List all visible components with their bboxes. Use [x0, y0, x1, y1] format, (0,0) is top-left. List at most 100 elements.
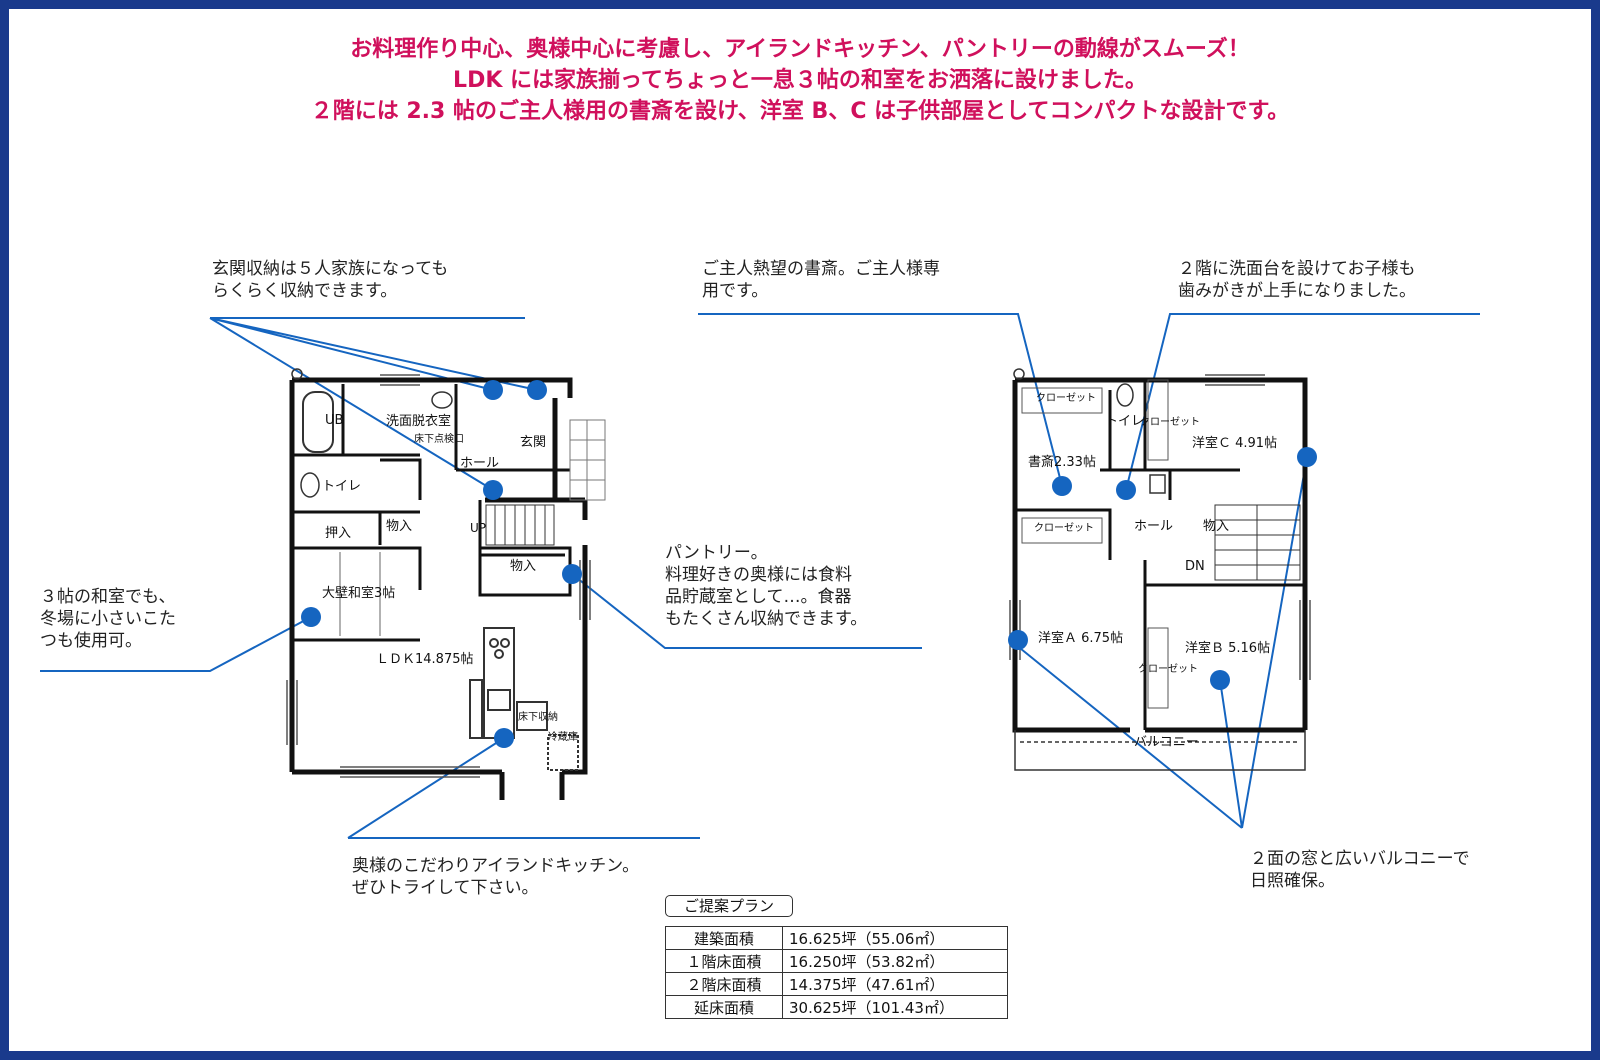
marker-entrance-storage-1 [483, 380, 503, 400]
callout-sunlight: ２面の窓と広いバルコニーで 日照確保。 [1250, 848, 1470, 892]
tatami-pattern [339, 552, 381, 636]
floor-2-interior-walls [1015, 380, 1305, 730]
leader-sunlight [1009, 456, 1308, 829]
floor-1-stairs [485, 504, 555, 546]
marker-room-b [1210, 670, 1230, 690]
area-value: 30.625坪（101.43㎡） [782, 995, 1008, 1019]
callout-pantry-line-4: もたくさん収納できます。 [665, 609, 868, 629]
floor-1-windows [286, 374, 591, 778]
callout-tatami: ３帖の和室でも、 冬場に小さいこた つも使用可。 [40, 586, 176, 652]
callout-pantry-line-2: 料理好きの奥様には食料 [665, 565, 852, 585]
callout-washbasin-line-1: ２階に洗面台を設けてお子様も [1178, 259, 1416, 279]
marker-kitchen [494, 728, 514, 748]
label-pantry: 物入 [510, 559, 536, 574]
label-underfloor-inspection: 床下点検口 [414, 432, 464, 445]
callout-study-line-2: 用です。 [702, 281, 769, 301]
callout-study: ご主人熱望の書斎。ご主人様専 用です。 [702, 258, 940, 302]
callout-tatami-line-2: 冬場に小さいこた [40, 609, 176, 629]
callout-entrance-storage-line-2: らくらく収納できます。 [212, 281, 398, 301]
floor-1-walls [289, 377, 588, 800]
area-table: 建築面積 16.625坪（55.06㎡） １階床面積 16.250坪（53.82… [665, 926, 1008, 1019]
label-storage-1f: 物入 [386, 519, 412, 534]
markers [301, 380, 1317, 748]
label-dn: DN [1185, 559, 1205, 574]
label-genkan: 玄関 [520, 435, 546, 450]
label-closet-a: クローゼット [1034, 522, 1094, 534]
callout-kitchen-line-2: ぜひトライして下さい。 [352, 878, 539, 898]
marker-window-c [1297, 447, 1317, 467]
headline-line-2: LDK には家族揃ってちょっと一息３帖の和室をお洒落に設けました。 [453, 68, 1147, 93]
floor-1-plan: UB 洗面脱衣室 床下点検口 玄関 ホール トイレ 物入 押入 大壁和室3帖 U… [286, 368, 606, 800]
headline-line-1: お料理作り中心、奥様中心に考慮し、アイランドキッチン、パントリーの動線がスムーズ… [350, 37, 1250, 62]
label-room-a: 洋室Ａ 6.75帖 [1038, 630, 1123, 646]
leader-pantry [571, 573, 922, 649]
marker-washbasin [1116, 480, 1136, 500]
callout-entrance-storage-line-1: 玄関収納は５人家族になっても [212, 259, 449, 279]
callout-washbasin: ２階に洗面台を設けてお子様も 歯みがきが上手になりました。 [1178, 258, 1416, 302]
table-row: 建築面積 16.625坪（55.06㎡） [665, 926, 1008, 950]
label-toilet-2f: トイレ [1105, 414, 1144, 429]
area-label: 延床面積 [665, 995, 783, 1019]
label-hall-2f: ホール [1134, 519, 1173, 534]
floor-1-interior-walls [292, 384, 572, 642]
callout-pantry-line-1: パントリー。 [665, 543, 768, 563]
floor-2-walls [1012, 377, 1308, 733]
callout-pantry: パントリー。 料理好きの奥様には食料 品貯蔵室として…。食器 もたくさん収納でき… [665, 542, 867, 630]
label-study: 書斎2.33帖 [1028, 454, 1096, 470]
leader-kitchen [347, 737, 700, 839]
leader-tatami [40, 616, 312, 672]
label-closet-b: クローゼット [1138, 663, 1198, 675]
label-up: UP [470, 521, 486, 535]
marker-entrance-storage-2 [527, 380, 547, 400]
leader-study [698, 313, 1063, 487]
floor-1-labels: UB 洗面脱衣室 床下点検口 玄関 ホール トイレ 物入 押入 大壁和室3帖 U… [322, 413, 578, 743]
balcony-outline [1014, 730, 1306, 771]
label-dressing: 洗面脱衣室 [386, 413, 451, 429]
label-ldk: ＬＤＫ14.875帖 [376, 652, 474, 667]
area-table-title: ご提案プラン [665, 895, 793, 917]
callout-tatami-line-1: ３帖の和室でも、 [40, 587, 176, 607]
marker-pantry [562, 564, 582, 584]
floor-2-windows [1009, 374, 1311, 680]
callout-washbasin-line-2: 歯みがきが上手になりました。 [1178, 281, 1416, 301]
table-row: 延床面積 30.625坪（101.43㎡） [665, 995, 1008, 1019]
label-balcony: バルコニー [1134, 735, 1199, 750]
area-label: ２階床面積 [665, 972, 783, 996]
callout-kitchen-line-1: 奥様のこだわりアイランドキッチン。 [352, 856, 640, 876]
headline: お料理作り中心、奥様中心に考慮し、アイランドキッチン、パントリーの動線がスムーズ… [0, 34, 1600, 127]
floor-2-stairs [1214, 504, 1301, 581]
toilet-2f-icon [1116, 383, 1134, 407]
label-toilet-1f: トイレ [322, 479, 361, 494]
label-closet-study: クローゼット [1036, 392, 1096, 404]
floor-2-corner-mark-icon [1013, 368, 1025, 380]
genkan-tile-grid [569, 419, 606, 501]
floor-2-labels: クローゼット トイレ クローゼット 洋室Ｃ 4.91帖 書斎2.33帖 ホール … [1028, 392, 1277, 750]
headline-line-3: ２階には 2.3 帖のご主人様用の書斎を設け、洋室 B、C は子供部屋としてコン… [310, 99, 1290, 124]
label-storage-2f: 物入 [1203, 519, 1229, 534]
toilet-icon [300, 472, 320, 498]
label-hall-1f: ホール [460, 456, 499, 471]
leader-lines [40, 313, 1480, 839]
label-fridge: 冷蔵庫 [548, 730, 578, 743]
marker-study [1052, 476, 1072, 496]
table-row: ２階床面積 14.375坪（47.61㎡） [665, 972, 1008, 996]
callout-pantry-line-3: 品貯蔵室として…。食器 [665, 587, 852, 607]
area-value: 16.625坪（55.06㎡） [782, 926, 1008, 950]
callout-tatami-line-3: つも使用可。 [40, 631, 142, 651]
marker-tatami [301, 607, 321, 627]
leader-washbasin [1125, 313, 1480, 491]
callout-sunlight-line-2: 日照確保。 [1250, 871, 1335, 891]
callout-kitchen: 奥様のこだわりアイランドキッチン。 ぜひトライして下さい。 [352, 855, 639, 899]
label-underfloor-storage: 床下収納 [518, 710, 558, 723]
callout-entrance-storage: 玄関収納は５人家族になっても らくらく収納できます。 [212, 258, 448, 302]
area-label: １階床面積 [665, 949, 783, 973]
island-kitchen [469, 627, 579, 771]
label-ub: UB [325, 413, 343, 428]
area-value: 14.375坪（47.61㎡） [782, 972, 1008, 996]
callout-study-line-1: ご主人熱望の書斎。ご主人様専 [702, 259, 940, 279]
callout-sunlight-line-1: ２面の窓と広いバルコニーで [1250, 849, 1470, 869]
washbasin-icon [431, 391, 453, 409]
label-tatami-room: 大壁和室3帖 [322, 585, 395, 601]
floor-2-closets [1021, 379, 1169, 709]
